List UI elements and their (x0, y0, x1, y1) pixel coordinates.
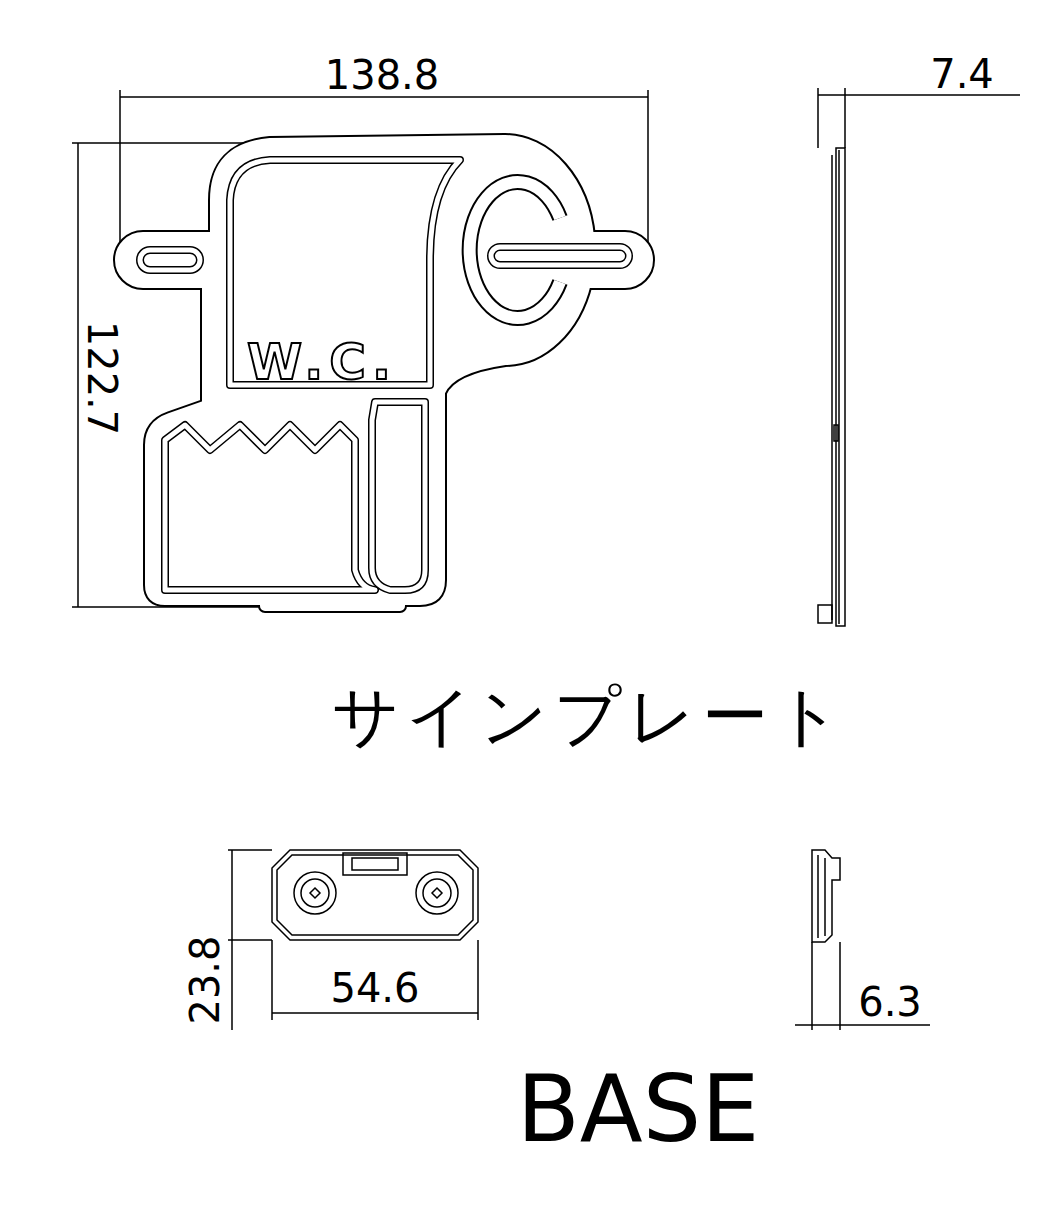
sheet-curl (372, 402, 425, 590)
dimension-lines (72, 88, 1020, 1030)
sheet-curl (372, 402, 425, 590)
plate-side-body (836, 148, 845, 626)
sign-plate-side (818, 148, 845, 626)
latch-slot-inner (352, 858, 398, 870)
view-title: サインプレート (332, 684, 848, 750)
view-title: BASE (517, 1064, 760, 1156)
dimension-line (818, 88, 1020, 148)
dimension-line (228, 850, 272, 1030)
screw-hole (432, 888, 442, 898)
dimension-value: 54.6 (330, 968, 419, 1008)
hanger-slot (491, 247, 629, 265)
hanger-slot (140, 250, 200, 270)
screw-boss (301, 879, 329, 907)
dimension-value: 7.4 (930, 54, 994, 94)
screw-boss (294, 872, 336, 914)
dimension-value: 6.3 (858, 982, 922, 1022)
plate-side-bump (834, 425, 838, 441)
plate-side-clip (818, 605, 832, 623)
torn-sheet (165, 425, 375, 590)
screw-boss (423, 879, 451, 907)
plate-edge-inner (120, 140, 648, 606)
base-front (272, 850, 478, 940)
base-side-edge (818, 855, 825, 938)
torn-sheet (165, 425, 375, 590)
sign-plate-front (120, 140, 648, 606)
dimension-value: 138.8 (325, 55, 440, 95)
screw-hole (310, 888, 320, 898)
plate-edge (120, 140, 648, 606)
plate-details (140, 160, 629, 590)
dimension-line (795, 942, 930, 1030)
dimension-line (272, 940, 478, 1020)
hanger-slot (491, 247, 629, 265)
dimension-value: 23.8 (185, 935, 225, 1024)
plate-outline (120, 140, 648, 606)
engraved-text: W.C. (247, 337, 397, 387)
hanger-slot (140, 250, 200, 270)
base-outline-inner (277, 855, 473, 935)
base-side-outline (812, 850, 840, 942)
base-side (812, 850, 840, 942)
dimension-value: 122.7 (82, 321, 122, 436)
screw-boss (416, 872, 458, 914)
base-outline (272, 850, 478, 940)
plate-side-edge (832, 150, 839, 624)
latch-slot (343, 853, 407, 875)
